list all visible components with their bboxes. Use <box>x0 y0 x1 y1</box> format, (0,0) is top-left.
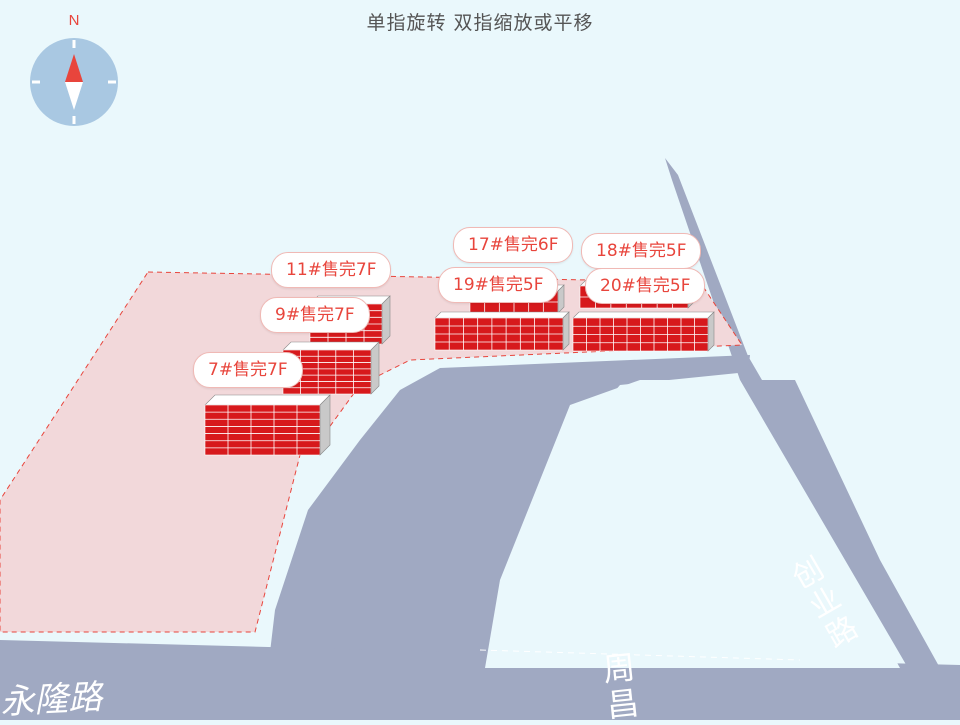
building-20[interactable] <box>572 311 715 352</box>
gesture-hint: 单指旋转 双指缩放或平移 <box>366 12 594 34</box>
building-label-18[interactable]: 18#售完5F <box>581 233 702 269</box>
compass[interactable]: N <box>30 12 120 128</box>
compass-icon <box>30 38 118 126</box>
building-7[interactable] <box>204 394 331 456</box>
road-label-yonglong: 永隆路 <box>0 677 104 723</box>
open-block <box>485 380 900 668</box>
road-marking <box>479 649 801 661</box>
building-19[interactable] <box>434 311 570 351</box>
building-label-9[interactable]: 9#售完7F <box>260 297 370 333</box>
building-label-20[interactable]: 20#售完5F <box>585 268 706 304</box>
building-label-11[interactable]: 11#售完7F <box>271 252 392 288</box>
road-label-zhouchang: 周昌 <box>601 647 641 725</box>
road-zhouchang <box>262 355 750 720</box>
building-label-7[interactable]: 7#售完7F <box>193 352 303 388</box>
compass-north-label: N <box>68 12 80 29</box>
building-label-19[interactable]: 19#售完5F <box>438 267 559 303</box>
road-side <box>740 380 940 668</box>
building-label-17[interactable]: 17#售完6F <box>453 227 574 263</box>
